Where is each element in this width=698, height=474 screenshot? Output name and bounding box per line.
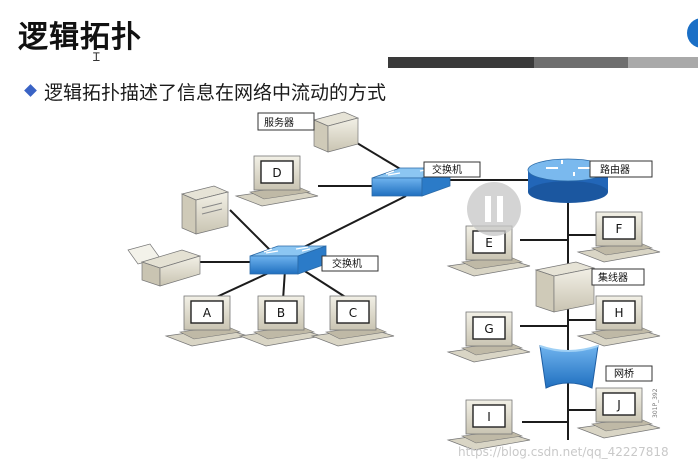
connection-lines — [200, 139, 610, 440]
server-label: 服务器 — [264, 116, 294, 129]
router-label: 路由器 — [600, 163, 630, 176]
computer-j: J — [576, 387, 661, 439]
computer-c: C — [310, 295, 395, 347]
computer-label: G — [484, 322, 493, 336]
computer-screen — [602, 392, 636, 416]
computer-label: F — [616, 222, 623, 236]
switch-top-icon: 交换机 — [371, 161, 481, 197]
computer-screen — [472, 316, 506, 340]
computer-f: F — [576, 211, 661, 263]
computer-screen — [264, 300, 298, 324]
computer-g: G — [446, 311, 531, 363]
bridge-label: 网桥 — [614, 368, 634, 380]
computer-label: D — [272, 166, 281, 180]
header-bar-dark — [388, 57, 534, 68]
computer-screen — [472, 404, 506, 428]
switch-bottom-label: 交换机 — [332, 257, 362, 270]
switch-bottom-icon: 交换机 — [249, 245, 379, 275]
printer-icon — [127, 243, 202, 287]
pause-button[interactable] — [467, 182, 521, 236]
computer-label: E — [485, 236, 493, 250]
bridge-icon: 网桥 — [539, 345, 653, 389]
computer-screen — [602, 216, 636, 240]
computer-label: I — [487, 410, 491, 424]
switch-top-label: 交换机 — [432, 163, 462, 176]
figure-code: 301P_392 — [652, 388, 659, 418]
computer-label: A — [203, 306, 212, 320]
computer-label: H — [614, 306, 623, 320]
bullet-text: 逻辑拓扑描述了信息在网络中流动的方式 — [44, 82, 387, 104]
watermark: https://blog.csdn.net/qq_42227818 — [458, 445, 669, 459]
text-cursor-icon: Ɪ — [93, 50, 100, 64]
computer-b: B — [238, 295, 323, 347]
router-icon: 路由器 — [527, 158, 653, 203]
computer-label: B — [277, 306, 285, 320]
computer-screen — [336, 300, 370, 324]
hub-label: 集线器 — [598, 271, 628, 284]
server-icon: 服务器 — [257, 111, 360, 153]
slide-title: 逻辑拓扑 — [18, 20, 142, 55]
computers: A B C D E F G H I J — [164, 155, 661, 451]
computer-i: I — [446, 399, 531, 451]
hub-icon: 集线器 — [534, 261, 645, 313]
computer-d: D — [234, 155, 319, 207]
header-bar-light — [628, 57, 698, 68]
pause-icon — [485, 196, 491, 222]
header-bar-mid — [534, 57, 628, 68]
pause-icon-bar — [497, 196, 503, 222]
tower-pc-icon — [180, 185, 230, 235]
computer-label: C — [349, 306, 357, 320]
corner-badge — [687, 18, 698, 48]
computer-screen — [602, 300, 636, 324]
computer-screen — [190, 300, 224, 324]
computer-screen — [260, 160, 294, 184]
computer-label: J — [616, 398, 621, 412]
computer-h: H — [576, 295, 661, 347]
computer-a: A — [164, 295, 249, 347]
